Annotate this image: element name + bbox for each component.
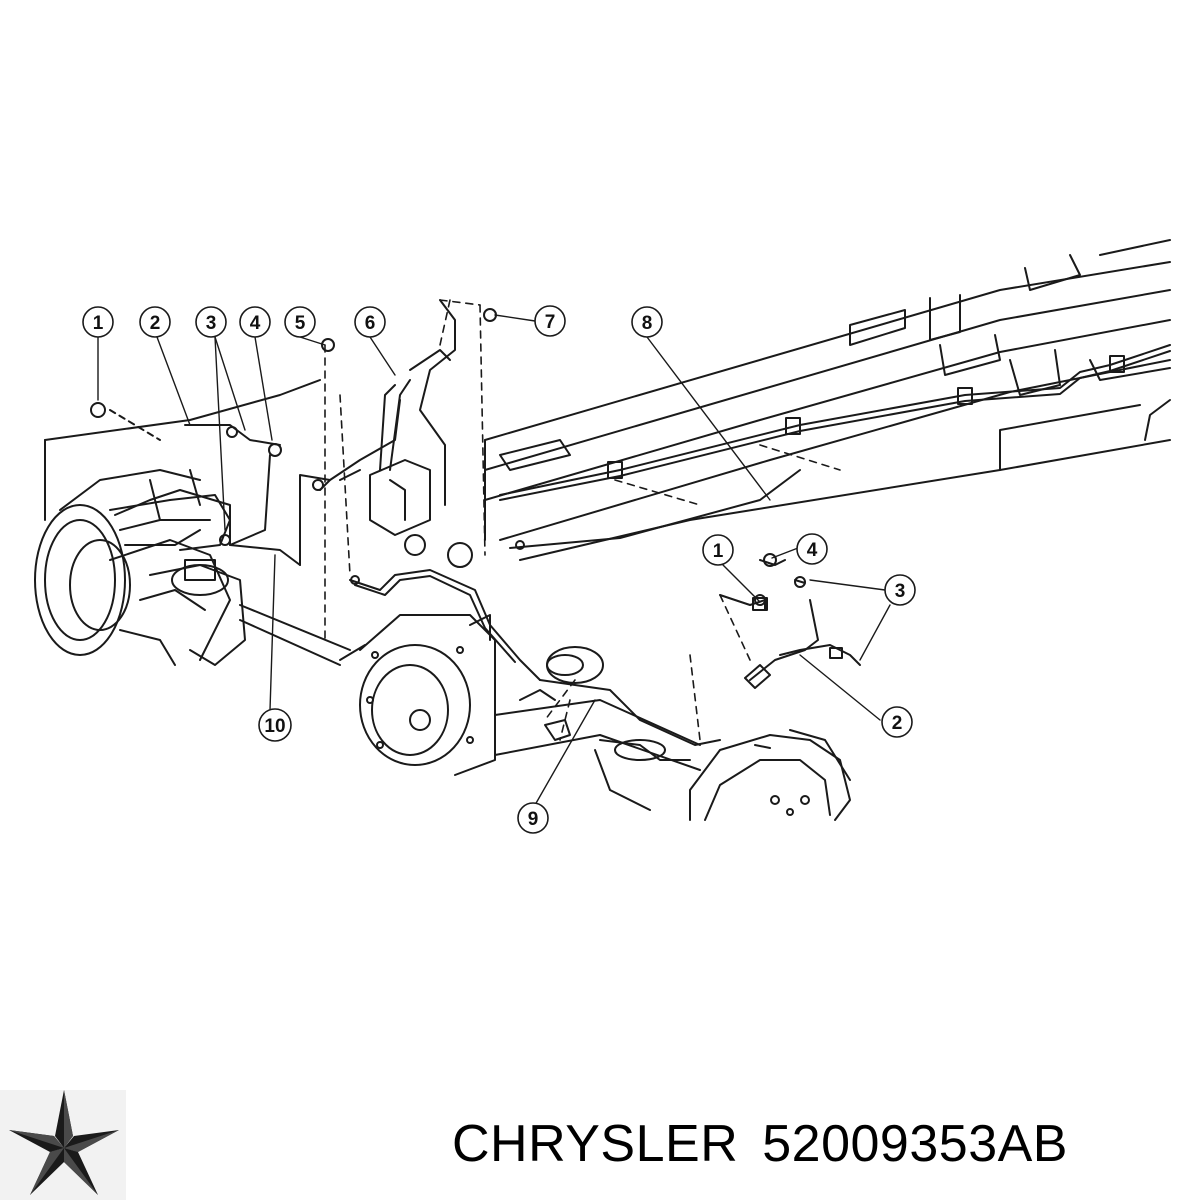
callout-2-left: 2 (139, 306, 171, 338)
callouts: 1 2 3 4 5 6 7 8 (82, 305, 916, 834)
callout-label: 5 (295, 313, 306, 334)
callout-label: 4 (807, 540, 818, 561)
rear-axle-differential (339, 614, 701, 811)
frame-rail (484, 239, 1171, 561)
callout-2-right: 2 (881, 706, 913, 738)
callout-1-right: 1 (702, 534, 734, 566)
callout-10: 10 (258, 708, 292, 742)
callout-label: 9 (528, 809, 539, 830)
callout-label: 10 (264, 716, 285, 737)
callout-label: 4 (250, 313, 261, 334)
right-brake-line-hardware (539, 559, 861, 746)
callout-7: 7 (534, 305, 566, 337)
bracket-assembly (319, 299, 541, 681)
callout-label: 3 (206, 313, 217, 334)
brand-name: CHRYSLER (452, 1115, 739, 1173)
callout-label: 8 (642, 313, 653, 334)
callout-5-left: 5 (284, 306, 316, 338)
left-wheel-assembly (34, 379, 351, 666)
right-wheel-assembly (689, 729, 851, 821)
part-number: 52009353AB (762, 1115, 1068, 1173)
callout-9: 9 (517, 802, 549, 834)
callout-8: 8 (631, 306, 663, 338)
callout-label: 2 (150, 313, 161, 334)
callout-leaders (97, 314, 891, 806)
callout-6-left: 6 (354, 306, 386, 338)
pentastar-icon (0, 1090, 126, 1200)
callout-4-right: 4 (796, 533, 828, 565)
callout-4-left: 4 (239, 306, 271, 338)
callout-label: 7 (545, 312, 556, 333)
leader-lines (324, 299, 841, 741)
callout-1-left: 1 (82, 306, 114, 338)
callout-label: 3 (895, 581, 906, 602)
callout-label: 1 (713, 541, 724, 562)
brake-line-frame (499, 344, 1171, 549)
callout-3-left: 3 (195, 306, 227, 338)
callout-label: 6 (365, 313, 376, 334)
callout-3-right: 3 (884, 574, 916, 606)
front-brake-lines (109, 409, 331, 566)
part-caption: CHRYSLER 52009353AB (452, 1112, 1192, 1176)
callout-label: 1 (93, 313, 104, 334)
callout-label: 2 (892, 713, 903, 734)
fittings (90, 308, 777, 606)
